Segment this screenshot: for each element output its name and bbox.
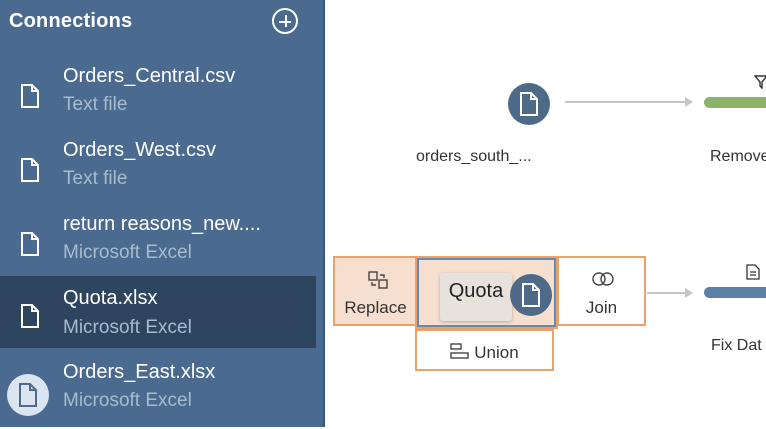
connection-item[interactable]: Orders_East.xlsx Microsoft Excel [0, 357, 316, 429]
connections-pane: Connections Orders_Central.csv Text file… [0, 0, 325, 427]
replace-label: Replace [344, 298, 407, 317]
union-icon [450, 343, 469, 359]
file-icon [510, 274, 552, 316]
flow-connector [565, 101, 685, 103]
file-icon [21, 158, 39, 182]
connections-title: Connections [9, 10, 133, 32]
selection-outline [417, 258, 556, 327]
flow-canvas[interactable]: orders_south_... Remove Replace Quota Jo… [327, 0, 766, 427]
connection-item-selected[interactable]: Quota.xlsx Microsoft Excel [0, 276, 316, 348]
flow-connector [647, 292, 685, 294]
filter-icon [754, 75, 766, 89]
clean-step-label: Remove [710, 148, 766, 165]
input-node[interactable] [508, 83, 550, 125]
connection-name: Orders_East.xlsx [63, 361, 216, 383]
connection-type: Microsoft Excel [63, 317, 192, 338]
file-icon [21, 84, 39, 108]
connection-type: Text file [63, 94, 128, 115]
connection-type: Microsoft Excel [63, 390, 192, 411]
connection-name: Quota.xlsx [63, 287, 158, 309]
dragged-node-zone[interactable]: Quota [415, 256, 558, 329]
file-icon [7, 374, 49, 416]
arrow-head-icon [685, 288, 693, 298]
dragged-node-chip[interactable]: Quota [440, 273, 512, 321]
connection-type: Microsoft Excel [63, 242, 192, 263]
join-drop-target[interactable]: Join [557, 256, 646, 326]
clean-step-label: Fix Dat [711, 337, 762, 354]
connection-name: return reasons_new.... [63, 213, 261, 235]
clean-step-icon [746, 264, 760, 280]
join-icon [592, 272, 614, 286]
connection-type: Text file [63, 168, 128, 189]
clean-step-bar[interactable] [704, 97, 766, 108]
connection-item[interactable]: return reasons_new.... Microsoft Excel [0, 209, 316, 281]
replace-icon [368, 271, 388, 289]
input-node-label: orders_south_... [416, 148, 532, 165]
file-icon [21, 304, 39, 328]
join-label: Join [585, 298, 618, 317]
replace-drop-target[interactable]: Replace [333, 256, 418, 326]
arrow-head-icon [685, 97, 693, 107]
file-icon [520, 92, 538, 116]
file-icon [21, 232, 39, 256]
connection-item[interactable]: Orders_Central.csv Text file [0, 61, 316, 133]
clean-step-bar[interactable] [704, 287, 766, 298]
add-connection-button[interactable] [272, 8, 298, 34]
connections-header: Connections [9, 8, 298, 34]
connection-name: Orders_West.csv [63, 139, 216, 161]
union-drop-target[interactable]: Union [415, 329, 554, 371]
dragged-node-label: Quota [448, 280, 504, 302]
connection-item[interactable]: Orders_West.csv Text file [0, 135, 316, 207]
union-label: Union [474, 343, 519, 362]
connection-name: Orders_Central.csv [63, 65, 236, 87]
